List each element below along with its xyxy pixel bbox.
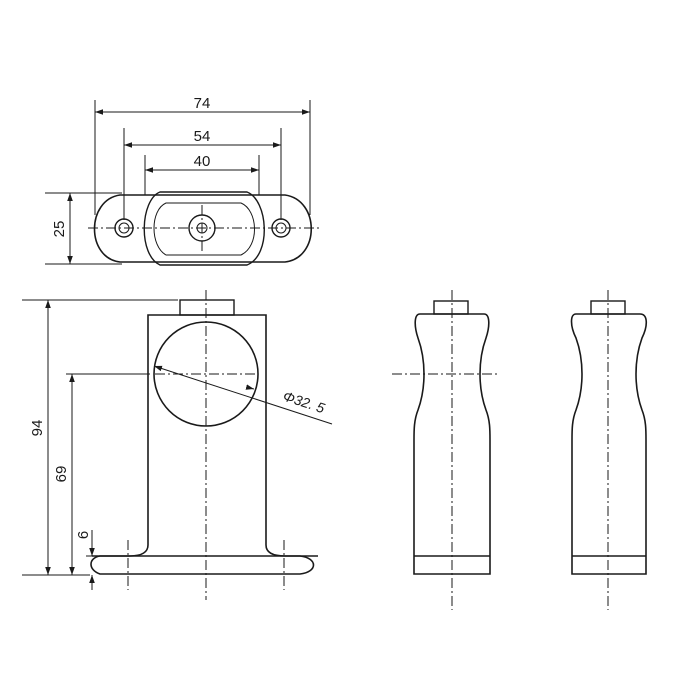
front-view: Φ32. 5 94 69 6: [22, 290, 333, 600]
side-view-right-body: [570, 313, 648, 575]
dim-74-label: 74: [194, 95, 211, 112]
side-view-left: [392, 290, 498, 610]
dim-94-label: 94: [29, 420, 46, 437]
top-view-body-outline: [143, 191, 265, 266]
side-view-right: [570, 290, 648, 610]
dim-69-label: 69: [53, 466, 70, 483]
dim-25-label: 25: [51, 221, 68, 238]
top-view-body-inner: [153, 202, 255, 256]
dim-bore-diameter-label: Φ32. 5: [281, 388, 327, 417]
front-view-body: [90, 314, 315, 575]
dim-40-label: 40: [194, 153, 211, 170]
side-view-left-body: [413, 313, 491, 575]
top-view-flange-outline: [93, 194, 313, 263]
dim-6-label: 6: [75, 531, 92, 539]
dim-54-label: 54: [194, 128, 211, 145]
front-view-top-cap: [179, 299, 235, 316]
top-view: 74 54 40 25: [45, 95, 320, 266]
side-view-left-cap: [433, 300, 469, 315]
